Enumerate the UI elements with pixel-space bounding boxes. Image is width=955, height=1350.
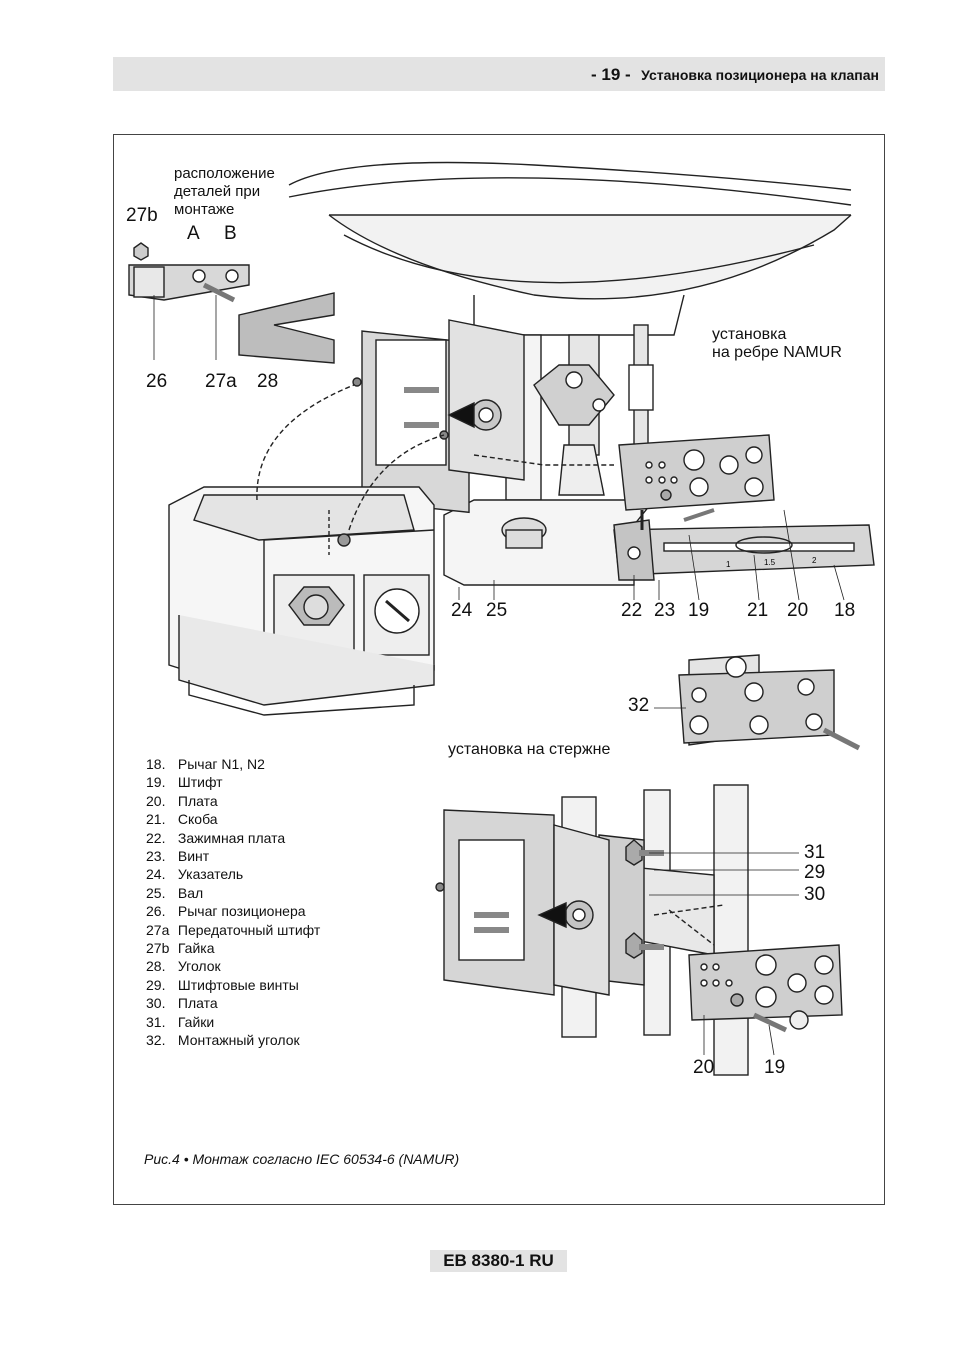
legend-item: 27a Передаточный штифт [146, 921, 321, 938]
position-label-b: B [224, 223, 237, 244]
callout-18: 18 [834, 600, 856, 621]
legend-item: 30. Плата [146, 995, 218, 1012]
callout-24: 24 [451, 600, 473, 621]
leader-lines [458, 509, 845, 1056]
positioner-lever-mount [352, 319, 525, 514]
section-title: Установка позиционера на клапан [641, 67, 879, 83]
legend-item: 20. Плата [146, 792, 218, 809]
rod-mounting-label: установка на стержне [448, 741, 611, 758]
callout-26: 26 [146, 371, 168, 392]
legend-item: 18. Рычаг N1, N2 [146, 756, 265, 772]
lever-plate-20 [618, 434, 775, 511]
page-number: - 19 - [591, 65, 631, 84]
callout-19: 19 [688, 600, 710, 621]
callout-27b: 27b [126, 205, 158, 226]
lever-18 [613, 508, 875, 581]
callout-19-rod: 19 [764, 1057, 786, 1078]
figure-frame: 1 1.5 2 расположение деталей при монтаже… [113, 134, 885, 1205]
callout-27a: 27a [205, 371, 237, 392]
callout-21: 21 [747, 600, 769, 621]
callout-25: 25 [486, 600, 508, 621]
callout-31: 31 [804, 842, 826, 863]
callout-28: 28 [257, 371, 279, 392]
yoke-base [443, 499, 656, 586]
callout-20-rod: 20 [693, 1057, 715, 1078]
callout-20: 20 [787, 600, 809, 621]
scale-mark-2: 2 [812, 556, 817, 565]
legend-item: 27b Гайка [146, 940, 215, 957]
figure-caption: Рис.4 • Монтаж согласно IEC 60534-6 (NAM… [144, 1151, 460, 1167]
callout-23: 23 [654, 600, 676, 621]
callout-29: 29 [804, 862, 826, 883]
legend-item: 24. Указатель [146, 866, 244, 883]
scale-mark-1-5: 1.5 [764, 558, 776, 567]
parts-legend: 18. Рычаг N1, N2 19. Штифт 20. Плата 21.… [146, 755, 320, 1050]
scale-mark-1: 1 [726, 560, 731, 569]
legend-item: 23. Винт [146, 848, 210, 865]
lever-26-inset [128, 242, 335, 364]
namur-mounting-label: установка на ребре NAMUR [712, 326, 842, 361]
document-code: EB 8380-1 RU [430, 1250, 567, 1272]
mounting-bracket-32 [678, 654, 861, 751]
callout-30: 30 [804, 884, 826, 905]
actuator-diaphragm [288, 161, 852, 300]
callout-22: 22 [621, 600, 643, 621]
legend-item: 32. Монтажный уголок [146, 1032, 300, 1049]
legend-item: 31. Гайки [146, 1013, 215, 1030]
position-label-a: A [187, 223, 200, 244]
mounting-illustration: 1 1.5 2 [128, 161, 875, 1076]
legend-item: 28. Уголок [146, 958, 221, 975]
page-header: - 19 - Установка позиционера на клапан [113, 57, 885, 91]
legend-item: 29. Штифтовые винты [146, 976, 299, 993]
rotation-path [256, 384, 614, 531]
legend-item: 21. Скоба [146, 811, 218, 828]
legend-item: 22. Зажимная плата [146, 829, 286, 846]
arrangement-note: расположение деталей при монтаже [174, 165, 275, 218]
legend-item: 26. Рычаг позиционера [146, 903, 306, 920]
callout-32: 32 [628, 695, 650, 716]
legend-item: 25. Вал [146, 884, 204, 901]
rod-mounting [435, 784, 843, 1076]
positioner-housing [168, 486, 435, 716]
legend-item: 19. Штифт [146, 774, 223, 791]
